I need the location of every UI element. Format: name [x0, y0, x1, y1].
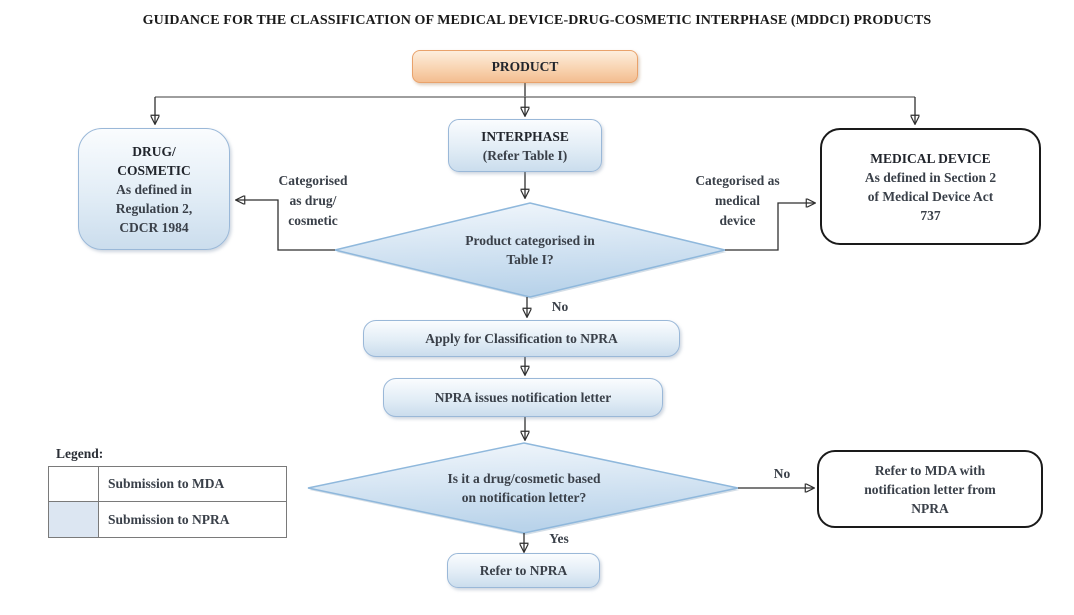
label-yes-notification: Yes: [549, 531, 569, 546]
node-drug-cosmetic-body-3: CDCR 1984: [119, 219, 189, 235]
node-refer-mda-line-3: NPRA: [911, 500, 949, 516]
node-interphase-sub: (Refer Table I): [482, 147, 568, 163]
node-refer-npra-label: Refer to NPRA: [479, 563, 568, 578]
decision-notification-text: Is it a drug/cosmetic based on notificat…: [374, 469, 674, 507]
page-title: GUIDANCE FOR THE CLASSIFICATION OF MEDIC…: [142, 13, 932, 28]
legend-table: Submission to MDA Submission to NPRA: [48, 466, 287, 538]
decision-notification-line-1: Is it a drug/cosmetic based: [447, 471, 601, 486]
node-medical-device-body-3: 737: [920, 207, 941, 223]
legend-title: Legend:: [56, 446, 104, 461]
node-drug-cosmetic-heading-1: DRUG/: [132, 143, 176, 159]
legend-swatch-mda: [49, 467, 99, 502]
node-refer-npra: Refer to NPRA: [447, 553, 600, 588]
legend-swatch-npra: [49, 502, 99, 537]
node-drug-cosmetic-heading-2: COSMETIC: [117, 162, 191, 178]
label-categorised-drug: Categorised as drug/ cosmetic: [248, 171, 378, 231]
label-categorised-drug-1: Categorised: [278, 173, 348, 188]
node-interphase: INTERPHASE (Refer Table I): [448, 119, 602, 172]
node-refer-mda-line-2: notification letter from: [864, 481, 996, 497]
decision-diamond-1: [334, 202, 726, 298]
node-apply-classification-label: Apply for Classification to NPRA: [425, 331, 618, 346]
decision-table1-line-2: Table I?: [506, 252, 554, 267]
node-medical-device-body-2: of Medical Device Act: [867, 188, 994, 204]
decision-table1-line-1: Product categorised in: [465, 233, 595, 248]
label-categorised-medical: Categorised as medical device: [670, 171, 805, 231]
legend-label-mda: Submission to MDA: [99, 467, 286, 502]
node-drug-cosmetic: DRUG/ COSMETIC As defined in Regulation …: [78, 128, 230, 250]
label-no-table: No: [551, 299, 569, 314]
node-interphase-heading: INTERPHASE: [481, 128, 569, 144]
node-npra-letter-label: NPRA issues notification letter: [434, 390, 612, 405]
node-medical-device-heading: MEDICAL DEVICE: [870, 150, 991, 166]
label-no-notification: No: [773, 466, 791, 481]
label-categorised-drug-2: as drug/: [289, 193, 337, 208]
label-categorised-medical-1: Categorised as: [695, 173, 780, 188]
legend-label-npra: Submission to NPRA: [108, 511, 230, 527]
node-npra-letter: NPRA issues notification letter: [383, 378, 663, 417]
node-refer-mda-line-1: Refer to MDA with: [874, 462, 986, 478]
label-categorised-drug-3: cosmetic: [288, 213, 338, 228]
edge-decision1-to-drug-cosmetic: [237, 200, 335, 251]
label-categorised-medical-2: medical: [715, 193, 760, 208]
node-medical-device-body-1: As defined in Section 2: [864, 169, 997, 185]
decision-notification-line-2: on notification letter?: [461, 490, 587, 505]
decision-table1-text: Product categorised in Table I?: [380, 231, 680, 269]
node-medical-device: MEDICAL DEVICE As defined in Section 2 o…: [820, 128, 1041, 245]
node-apply-classification: Apply for Classification to NPRA: [363, 320, 680, 357]
node-drug-cosmetic-body-2: Regulation 2,: [115, 200, 193, 216]
label-categorised-medical-3: device: [719, 213, 756, 228]
node-product-label: PRODUCT: [491, 59, 559, 74]
node-refer-mda: Refer to MDA with notification letter fr…: [817, 450, 1043, 528]
node-product: PRODUCT: [412, 50, 638, 83]
edge-decision1-to-medical-device: [725, 203, 814, 251]
node-drug-cosmetic-body-1: As defined in: [116, 181, 192, 197]
